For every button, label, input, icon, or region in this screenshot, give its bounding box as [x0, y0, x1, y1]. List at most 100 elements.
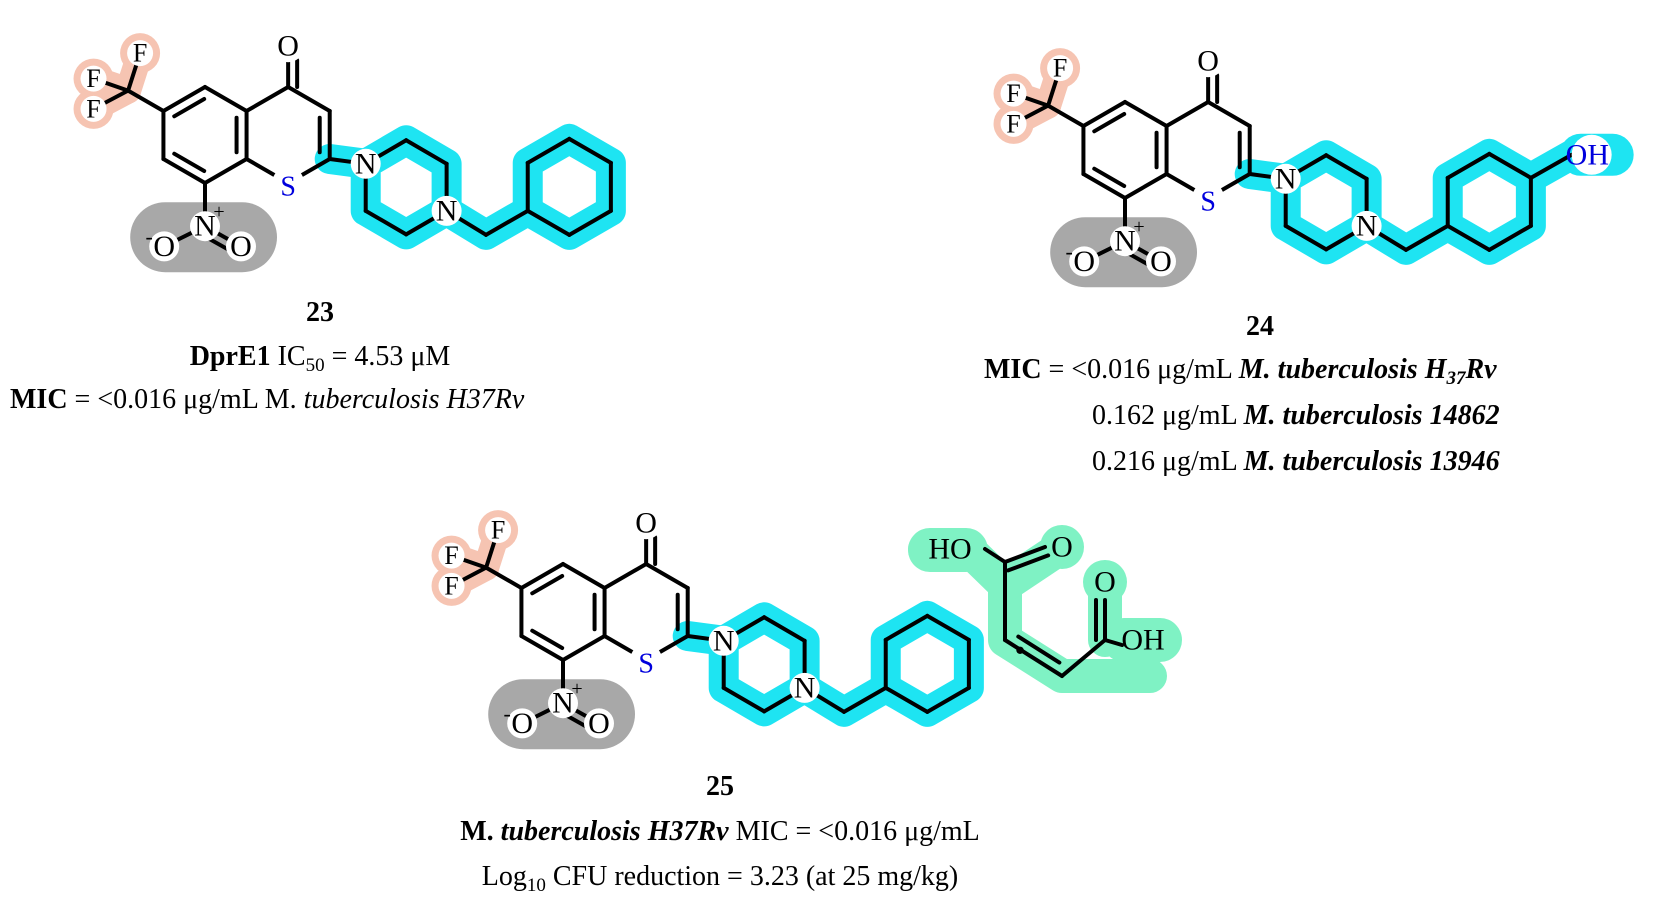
compound-23-carbonyl-o: O — [277, 30, 299, 63]
compound-23-ch2-bond — [483, 208, 530, 237]
compound-25-phenyl-bond — [925, 613, 971, 642]
maleic-bond — [1103, 638, 1124, 647]
compound-25-piperazine-bond — [762, 615, 807, 643]
compound-25-phenyl-bond — [883, 685, 930, 714]
compound-25-piperazine-n1: N — [713, 624, 735, 657]
compound-24-cf3-bond — [1046, 103, 1086, 128]
compound-24-phenyl-highlight — [1432, 138, 1546, 265]
compound-25-phenyl-bond — [883, 613, 930, 642]
maleic-acid-o-highlight — [1040, 525, 1084, 569]
compound-23-nitro-n: N — [194, 210, 216, 243]
compound-23-ring-bond — [244, 85, 291, 113]
compound-25-benzo-bond — [561, 562, 607, 590]
atom-mask — [1146, 246, 1176, 277]
compound-25-cfu-line: Log10 CFU reduction = 3.23 (at 25 mg/kg) — [481, 861, 959, 896]
compound-23-phenyl-bond — [567, 136, 613, 165]
double-bond-inner — [172, 151, 207, 173]
compound-24-label: 24 — [1246, 311, 1274, 342]
double-bond-inner — [1092, 112, 1127, 134]
atom-mask — [1270, 163, 1301, 194]
compound-24-nitro-n: N — [1114, 225, 1136, 258]
compound-25-mic-line: M. tuberculosis H37Rv MIC = <0.016 μg/mL — [460, 816, 980, 847]
compound-25-fluorine-2: F — [444, 541, 458, 570]
compound-23-dpre1-line: DprE1 IC50 = 4.53 μM — [189, 341, 451, 376]
compound-24-ch2-bond — [1403, 223, 1450, 252]
compound-24-nitro-o-minus: O — [1073, 245, 1095, 278]
maleic-bond — [983, 547, 1007, 564]
compound-25-nitro-plus: + — [571, 678, 582, 700]
atom-mask — [80, 65, 107, 92]
atom-mask — [630, 507, 663, 540]
compound-25-benzo-bond — [561, 634, 607, 662]
atom-mask — [584, 708, 614, 739]
compound-25-piperazine-bond — [721, 685, 767, 714]
compound-23-phenyl-bond — [525, 136, 572, 165]
compound-24-benzo-bond — [1081, 100, 1127, 128]
compound-24-piperazine-highlight — [1270, 140, 1382, 265]
atom-mask — [507, 708, 538, 739]
atom-mask — [630, 644, 663, 676]
double-bond-inner — [1092, 166, 1127, 188]
compound-23-piperazine-bond — [404, 138, 449, 166]
compound-24-ring-bond — [1206, 100, 1252, 128]
bond-layer — [80, 30, 1612, 739]
compound-23-benzo-bond — [203, 85, 249, 113]
compound-25-benzo-bond — [519, 562, 565, 590]
compound-25-phenyl-bond — [925, 685, 971, 714]
maleic-acid-oh-highlight — [1102, 618, 1182, 662]
double-bond-inner — [530, 574, 565, 596]
compound-23-cf3-bond — [126, 88, 166, 113]
atom-mask — [1351, 210, 1382, 241]
compound-23-phenyl-bond — [525, 208, 572, 237]
atom-mask — [1192, 45, 1225, 78]
compound-24-piperazine-n1: N — [1275, 162, 1297, 195]
compound-25-sulfur: S — [638, 649, 654, 680]
compound-25-nitro-o-minus: O — [511, 707, 533, 740]
compound-24-ring-bond — [1164, 100, 1211, 128]
atom-mask — [485, 517, 512, 544]
maleic-bond — [1003, 545, 1047, 564]
atom-mask — [431, 195, 462, 226]
compound-24-hydroxyl: OH — [1566, 138, 1609, 171]
compound-25-benzo-bond — [519, 634, 565, 662]
salt-dot: · — [1012, 625, 1027, 676]
compound-25-nitro-o: O — [588, 707, 610, 740]
compound-25-fluorine-1: F — [491, 516, 505, 545]
atom-mask — [1110, 226, 1140, 257]
compound-23-fluorine-3: F — [86, 94, 100, 123]
atom-mask — [1047, 55, 1074, 82]
compound-25-ring-bond — [644, 562, 690, 590]
compound-24-benzo-bond — [1081, 172, 1127, 200]
compound-23-phenyl-highlight — [512, 123, 626, 250]
atom-mask — [438, 572, 465, 599]
atom-mask — [127, 40, 154, 67]
compound-24-phenyl-bond — [1487, 223, 1533, 252]
atom-mask — [1571, 134, 1612, 175]
atom-mask — [1069, 246, 1100, 277]
compound-24-piperazine-bond — [1324, 153, 1369, 181]
compound-23-mic-line: MIC = <0.016 μg/mL M. tuberculosis H37Rv — [10, 384, 525, 415]
compound-25-phenyl-highlight — [870, 600, 984, 727]
atom-mask — [272, 167, 305, 199]
compound-25-nitro-minus: - — [504, 701, 511, 726]
atom-mask — [190, 211, 220, 242]
compound-24-mic-13946-line: 0.216 μg/mL M. tuberculosis 13946 — [1092, 446, 1500, 477]
compound-23-fluorine-1: F — [133, 39, 147, 68]
compound-25-ring-bond — [602, 562, 649, 590]
compound-24-fluorine-2: F — [1006, 79, 1020, 108]
atom-mask — [1192, 182, 1225, 214]
atom-mask — [1000, 80, 1027, 107]
maleic-bond — [1003, 638, 1064, 678]
maleic-acid-o-1: O — [1051, 531, 1073, 564]
compound-25-cf3-bond — [484, 565, 524, 590]
compound-24-fluorine-1: F — [1053, 54, 1067, 83]
compound-25-carbonyl-o: O — [635, 507, 657, 540]
atom-mask — [548, 688, 578, 719]
atom-mask — [438, 542, 465, 569]
compound-23-benzo-bond — [161, 157, 207, 185]
maleic-acid-o-2: O — [1094, 566, 1116, 599]
compound-23-piperazine-highlight — [350, 125, 462, 250]
compound-25-fluorine-3: F — [444, 571, 458, 600]
compound-23-benzo-bond — [203, 157, 249, 185]
